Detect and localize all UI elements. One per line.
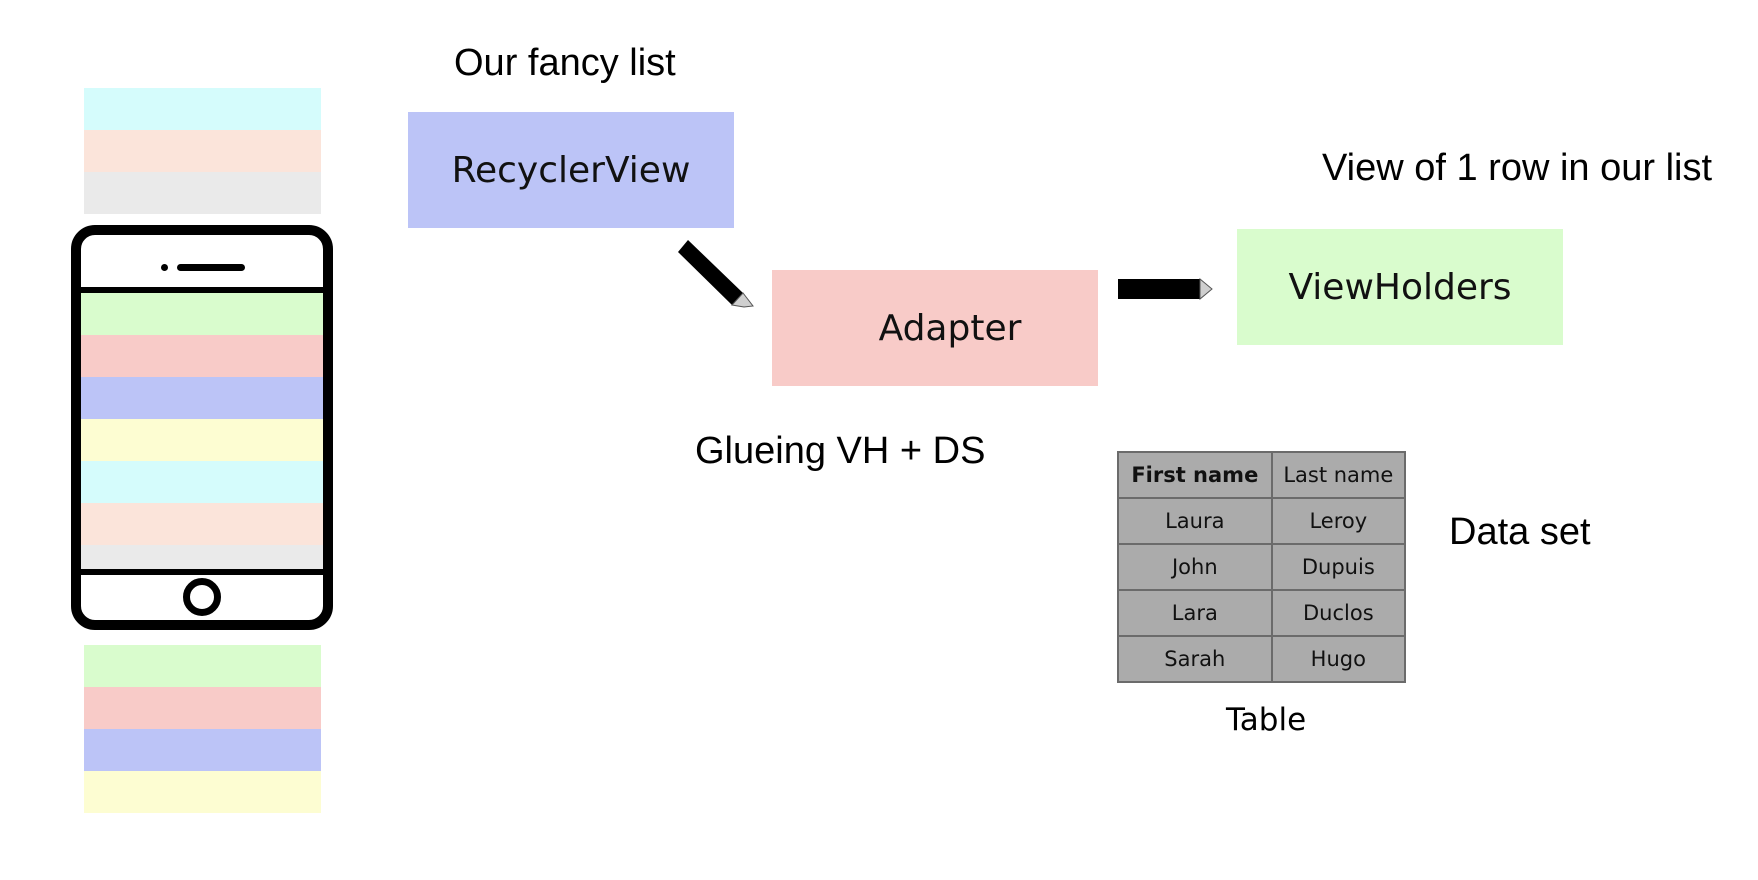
screen-row-5	[81, 461, 323, 503]
adapter-box: Adapter	[772, 270, 1098, 386]
table-cell: Dupuis	[1270, 543, 1407, 591]
screen-row-2	[81, 335, 323, 377]
pencil-arrow-icon	[1118, 277, 1213, 301]
data-set-label: Data set	[1449, 511, 1591, 553]
list-row-above-2	[84, 130, 321, 172]
list-row-above-3	[84, 172, 321, 214]
phone-home-button	[183, 578, 221, 616]
table-cell: John	[1117, 543, 1273, 591]
table-cell: Duclos	[1270, 589, 1407, 637]
recyclerview-box: RecyclerView	[408, 112, 734, 228]
list-row-above-1	[84, 88, 321, 130]
phone-screen	[81, 287, 323, 575]
table-row: John Dupuis	[1117, 543, 1407, 591]
table-cell: Lara	[1117, 589, 1273, 637]
table-cell: Hugo	[1270, 635, 1407, 683]
phone-earpiece	[177, 264, 245, 271]
table-row: Laura Leroy	[1117, 497, 1407, 545]
table-header-cell: First name	[1117, 451, 1273, 499]
table-cell: Leroy	[1270, 497, 1407, 545]
data-set-table: First name Last name Laura Leroy John Du…	[1117, 451, 1407, 683]
smartphone-icon	[71, 225, 333, 630]
screen-row-6	[81, 503, 323, 545]
list-row-below-4	[84, 771, 321, 813]
table-header-row: First name Last name	[1117, 451, 1407, 499]
table-row: Sarah Hugo	[1117, 635, 1407, 683]
table-header-cell: Last name	[1270, 451, 1407, 499]
screen-row-3	[81, 377, 323, 419]
list-row-below-3	[84, 729, 321, 771]
viewholders-box: ViewHolders	[1237, 229, 1563, 345]
table-cell: Sarah	[1117, 635, 1273, 683]
phone-speaker	[161, 264, 168, 271]
table-caption: Table	[1226, 702, 1307, 738]
pencil-arrow-icon	[678, 240, 754, 308]
view-row-label: View of 1 row in our list	[1322, 147, 1713, 189]
screen-row-4	[81, 419, 323, 461]
fancy-list-label: Our fancy list	[454, 42, 676, 84]
list-row-below-1	[84, 645, 321, 687]
glueing-label: Glueing VH + DS	[695, 430, 986, 472]
list-row-below-2	[84, 687, 321, 729]
table-row: Lara Duclos	[1117, 589, 1407, 637]
screen-row-1	[81, 293, 323, 335]
table-cell: Laura	[1117, 497, 1273, 545]
